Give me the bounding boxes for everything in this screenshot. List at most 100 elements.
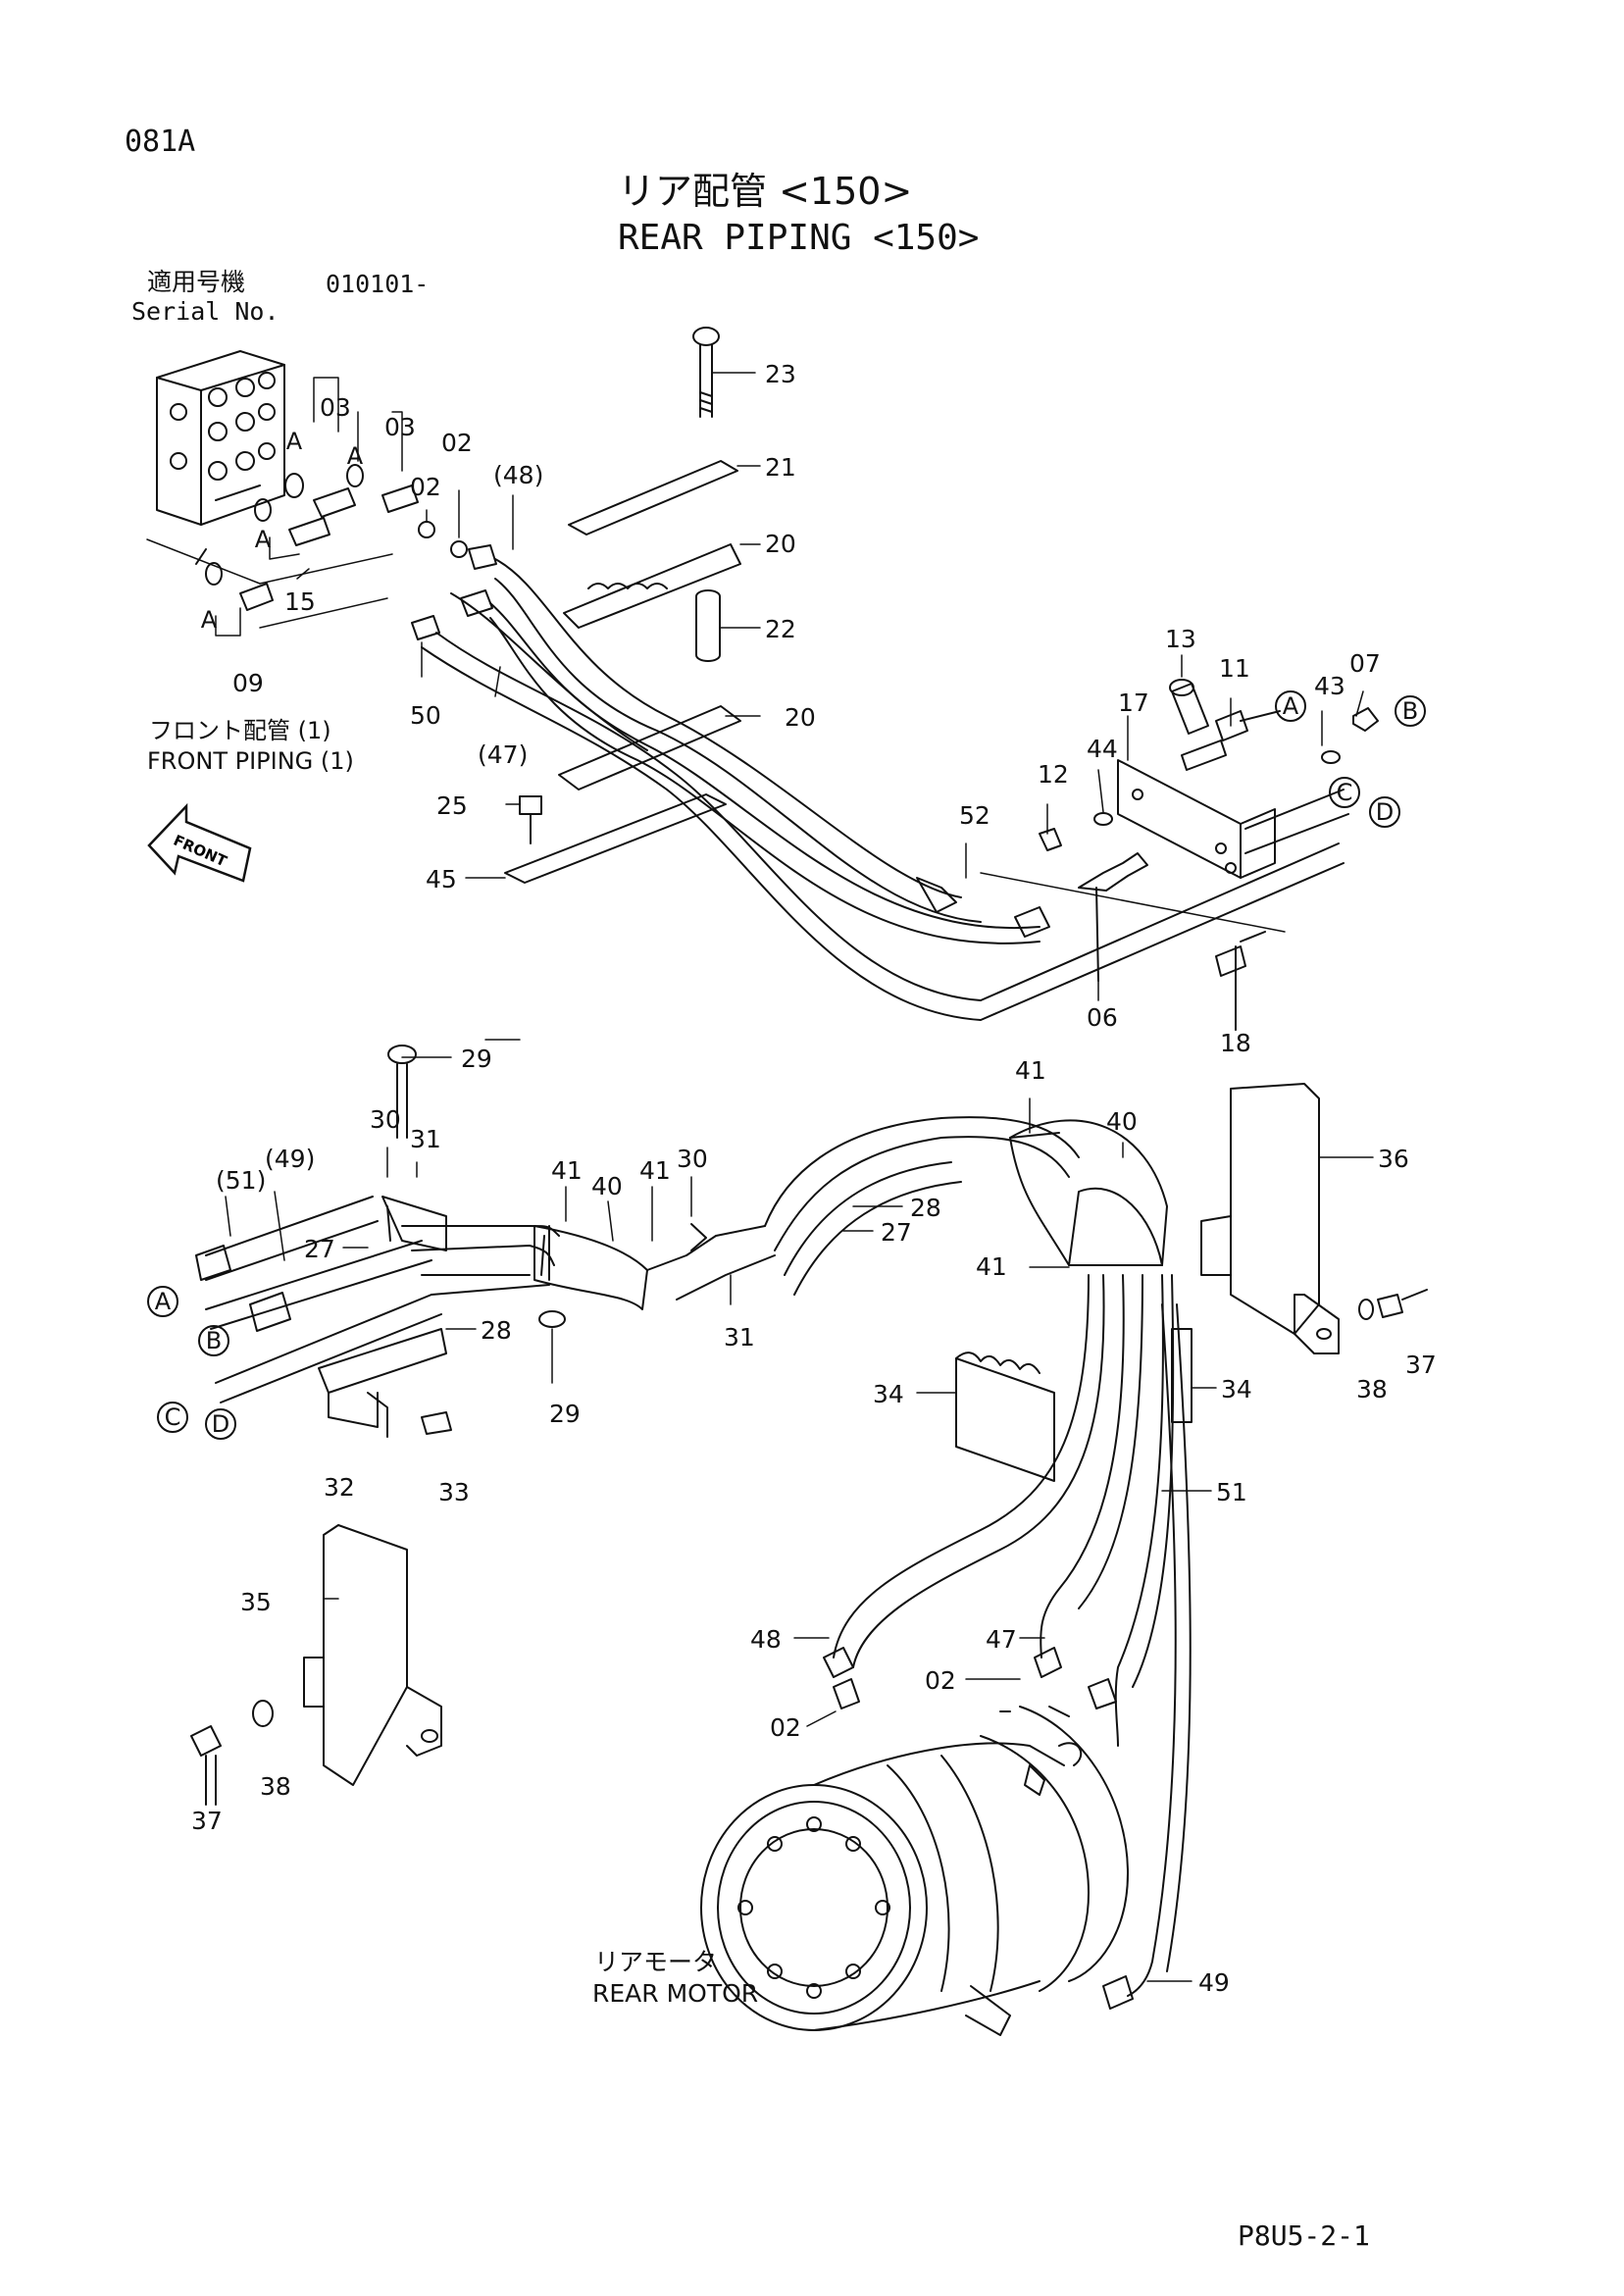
part-label: 41 <box>551 1156 583 1185</box>
part-label: 34 <box>1221 1375 1252 1403</box>
document-code: P8U5-2-1 <box>1238 2219 1370 2252</box>
part-label: 28 <box>910 1194 941 1222</box>
part-labels: 03 03 02 02 (48) 15 09 50 (47) 23 21 20 … <box>191 360 1437 1997</box>
part-label: 34 <box>873 1380 904 1408</box>
right-bracket-assembly <box>980 679 1379 1031</box>
part-label: 51 <box>1216 1478 1247 1506</box>
connector-label: A <box>347 442 364 470</box>
part-label: (51) <box>216 1166 266 1195</box>
clamp-stack <box>504 327 741 884</box>
part-label: 37 <box>191 1807 223 1835</box>
svg-text:D: D <box>212 1410 229 1438</box>
svg-text:B: B <box>1402 697 1418 725</box>
svg-text:A: A <box>1283 692 1299 720</box>
part-label: 40 <box>1106 1107 1138 1136</box>
lower-left-hoses <box>195 1045 566 1438</box>
part-label: 18 <box>1220 1029 1251 1057</box>
part-label: 28 <box>481 1316 512 1345</box>
svg-text:C: C <box>1337 779 1353 806</box>
part-label: 33 <box>438 1478 470 1506</box>
connector-a-left: A <box>147 1286 178 1317</box>
front-direction-arrow: FRONT <box>147 802 252 883</box>
part-label: (47) <box>478 740 528 769</box>
part-label: 36 <box>1378 1145 1409 1173</box>
rear-motor <box>700 1706 1129 2036</box>
svg-text:D: D <box>1376 798 1394 826</box>
part-label: 09 <box>232 669 264 697</box>
part-label: 11 <box>1219 654 1250 683</box>
part-label: 40 <box>591 1172 623 1200</box>
part-label: 41 <box>1015 1056 1046 1085</box>
connector-d-right: D <box>1369 796 1400 828</box>
connector-c-left: C <box>157 1402 188 1433</box>
part-label: 31 <box>410 1125 441 1153</box>
connector-b-right: B <box>1395 695 1426 727</box>
connector-b-left: B <box>198 1325 229 1356</box>
rear-motor-label-english: REAR MOTOR <box>592 1979 759 2008</box>
part-label: 17 <box>1118 689 1149 717</box>
part-label: 30 <box>370 1105 401 1134</box>
part-label: 23 <box>765 360 796 388</box>
part-label: (48) <box>493 461 543 489</box>
front-piping-label-english: FRONT PIPING (1) <box>147 747 354 775</box>
part-label: (49) <box>265 1145 315 1173</box>
page-code: 081A <box>125 125 196 159</box>
part-label: 38 <box>1356 1375 1388 1403</box>
part-label: 02 <box>410 473 441 501</box>
connector-label: A <box>201 606 218 634</box>
part-label: 41 <box>639 1156 671 1185</box>
part-label: 07 <box>1349 649 1381 678</box>
part-label: 12 <box>1038 760 1069 789</box>
part-label: 32 <box>324 1473 355 1502</box>
connector-d-left: D <box>205 1408 236 1440</box>
part-label: 43 <box>1314 672 1345 700</box>
part-label: 03 <box>384 413 416 441</box>
svg-text:B: B <box>206 1327 222 1354</box>
part-label: 13 <box>1165 625 1196 653</box>
part-label: 45 <box>426 865 457 893</box>
part-label: 20 <box>785 703 816 732</box>
serial-label-english: Serial No. <box>131 297 279 326</box>
serial-number-value: 010101- <box>326 270 430 298</box>
part-label: 38 <box>260 1772 291 1801</box>
connector-c-right: C <box>1329 777 1360 808</box>
part-label: 27 <box>304 1235 335 1263</box>
connector-label: A <box>286 428 303 455</box>
svg-text:A: A <box>155 1288 172 1315</box>
rear-motor-label-japanese: リアモータ <box>594 1948 718 1976</box>
leader-lines <box>215 372 1374 1982</box>
part-label: 37 <box>1405 1351 1437 1379</box>
part-label: 02 <box>770 1713 801 1742</box>
part-label: 27 <box>881 1218 912 1247</box>
part-label: 50 <box>410 701 441 730</box>
front-piping-label-japanese: フロント配管 (1) <box>149 717 331 744</box>
part-label: 44 <box>1087 735 1118 763</box>
control-valve-block <box>156 350 285 526</box>
part-label: 41 <box>976 1252 1007 1281</box>
part-label: 52 <box>959 801 990 830</box>
part-label: 20 <box>765 530 796 558</box>
svg-text:C: C <box>165 1403 181 1431</box>
part-label: 35 <box>240 1588 272 1616</box>
part-label: 25 <box>436 791 468 820</box>
hose-protector-sleeves <box>533 1119 1168 1310</box>
part-label: 31 <box>724 1323 755 1352</box>
title-japanese: リア配管 <150> <box>618 170 913 213</box>
part-label: 06 <box>1087 1003 1118 1032</box>
part-label: 29 <box>461 1045 492 1073</box>
part-label: 02 <box>441 429 473 457</box>
part-label: 15 <box>284 587 316 616</box>
protector-plates <box>190 1083 1428 1806</box>
valve-fittings <box>146 464 497 640</box>
part-label: 22 <box>765 615 796 643</box>
connector-a-right: A <box>1275 690 1306 722</box>
part-label: 48 <box>750 1625 782 1654</box>
connector-labels: A A A A A B C D A B C <box>147 428 1426 1440</box>
part-label: 03 <box>320 393 351 422</box>
part-label: 30 <box>677 1145 708 1173</box>
connector-label: A <box>255 526 272 553</box>
part-label: 49 <box>1198 1968 1230 1997</box>
motor-hoses <box>764 1116 1192 2010</box>
upper-hose-bundle <box>421 558 1345 1021</box>
